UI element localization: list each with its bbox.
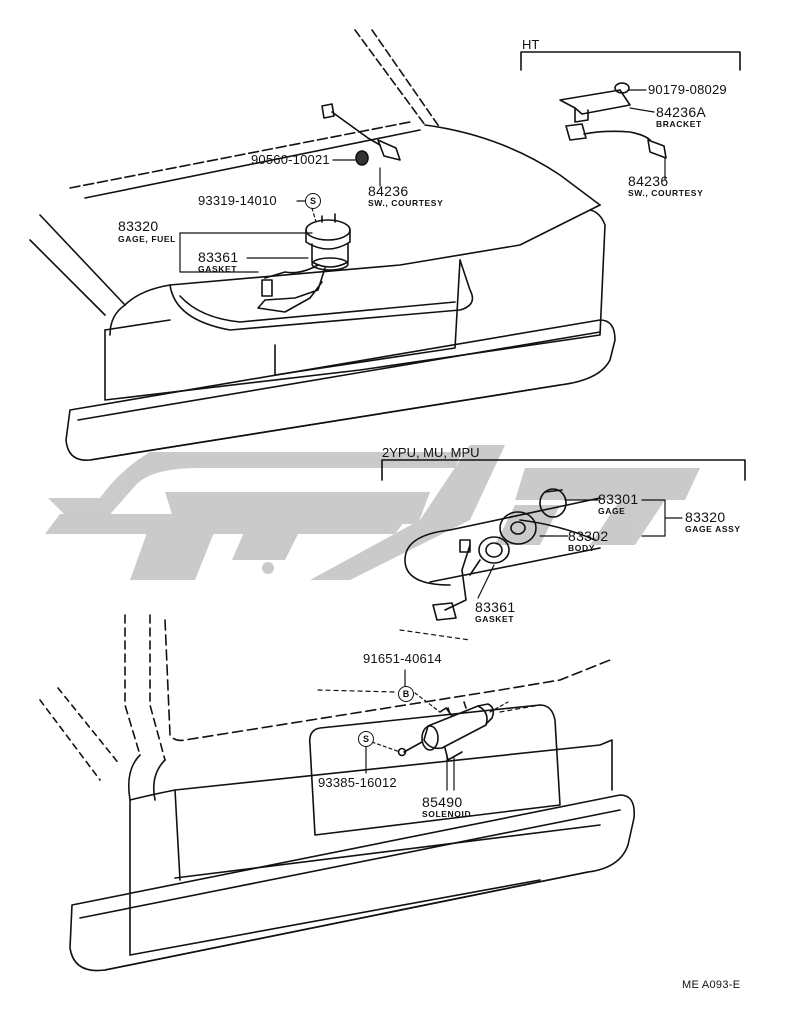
part-name-gage-assy: GAGE ASSY <box>685 524 741 534</box>
part-number-84236-top: 84236 <box>368 183 409 199</box>
leader-lines <box>179 89 683 791</box>
part-name-sw-courtesy-ht: SW., COURTESY <box>628 188 704 198</box>
part-number-90179: 90179-08029 <box>648 82 727 97</box>
s-symbol-bottom: S <box>358 731 374 747</box>
part-number-90560: 90560-10021 <box>251 152 330 167</box>
part-number-84236-ht: 84236 <box>628 173 669 189</box>
bottom-vehicle-outline <box>39 614 636 972</box>
middle-tank-outline <box>404 488 601 621</box>
part-name-bracket: BRACKET <box>656 119 702 129</box>
part-number-93385: 93385-16012 <box>318 775 397 790</box>
ht-bracket-switch <box>559 82 667 159</box>
part-number-83361-top: 83361 <box>198 249 239 265</box>
part-name-gasket-top: GASKET <box>198 264 238 274</box>
ht-section-bracket <box>520 51 741 71</box>
section-header-2ypu: 2YPU, MU, MPU <box>382 445 480 460</box>
door-lock-solenoid <box>397 701 495 761</box>
part-name-gage: GAGE <box>598 506 626 516</box>
part-name-gasket-mid: GASKET <box>475 614 515 624</box>
figure-code: ME A093-E <box>682 979 741 991</box>
top-vehicle-outline <box>29 29 616 461</box>
part-number-83301: 83301 <box>598 491 639 507</box>
part-number-84236A: 84236A <box>656 104 707 120</box>
s-symbol-top: S <box>305 193 321 209</box>
part-number-85490: 85490 <box>422 794 463 810</box>
part-name-solenoid: SOLENOID <box>422 809 472 819</box>
part-number-91651: 91651-40614 <box>363 651 442 666</box>
part-name-body: BODY <box>568 543 595 553</box>
fuel-gage-sender-top <box>257 213 351 313</box>
part-name-sw-courtesy-top: SW., COURTESY <box>368 198 444 208</box>
part-number-83320-assy: 83320 <box>685 509 726 525</box>
section-header-ht: HT <box>522 37 540 52</box>
yu-section-bracket <box>381 459 746 481</box>
part-number-83361-mid: 83361 <box>475 599 516 615</box>
part-name-gage-fuel: GAGE, FUEL <box>118 234 176 244</box>
b-symbol-bottom: B <box>398 686 414 702</box>
courtesy-switch-top <box>321 103 401 166</box>
part-number-83302: 83302 <box>568 528 609 544</box>
part-number-93319: 93319-14010 <box>198 193 277 208</box>
part-number-83320-fuel: 83320 <box>118 218 159 234</box>
